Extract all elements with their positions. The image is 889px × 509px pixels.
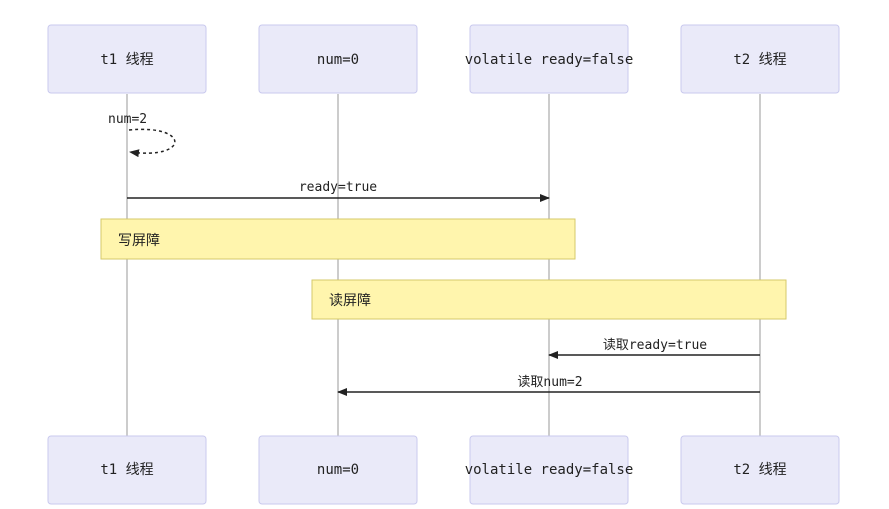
participant-bottom-t1: t1 线程 — [47, 435, 207, 505]
participant-label: t1 线程 — [100, 52, 153, 68]
participant-bottom-t2: t2 线程 — [680, 435, 840, 505]
message-label: ready=true — [299, 180, 377, 195]
participant-label: num=0 — [317, 52, 359, 68]
participant-label: t2 线程 — [733, 462, 786, 478]
note-label: 读屏障 — [329, 292, 371, 309]
message-label: num=2 — [108, 112, 147, 127]
participant-label: num=0 — [317, 462, 359, 478]
message-label: 读取num=2 — [517, 375, 582, 390]
participant-top-num: num=0 — [258, 24, 418, 94]
participant-top-t2: t2 线程 — [680, 24, 840, 94]
participant-label: t2 线程 — [733, 52, 786, 68]
participant-top-ready: volatile ready=false — [465, 24, 634, 94]
participant-top-t1: t1 线程 — [47, 24, 207, 94]
participant-bottom-num: num=0 — [258, 435, 418, 505]
participant-label: volatile ready=false — [465, 52, 634, 68]
participant-label: t1 线程 — [100, 462, 153, 478]
participant-label: volatile ready=false — [465, 462, 634, 478]
self-message-arrow — [128, 128, 176, 158]
note-write-barrier: 写屏障 — [100, 218, 576, 260]
participant-bottom-ready: volatile ready=false — [465, 435, 634, 505]
note-label: 写屏障 — [118, 233, 160, 249]
message-label: 读取ready=true — [603, 338, 707, 353]
note-read-barrier: 读屏障 — [311, 279, 787, 320]
